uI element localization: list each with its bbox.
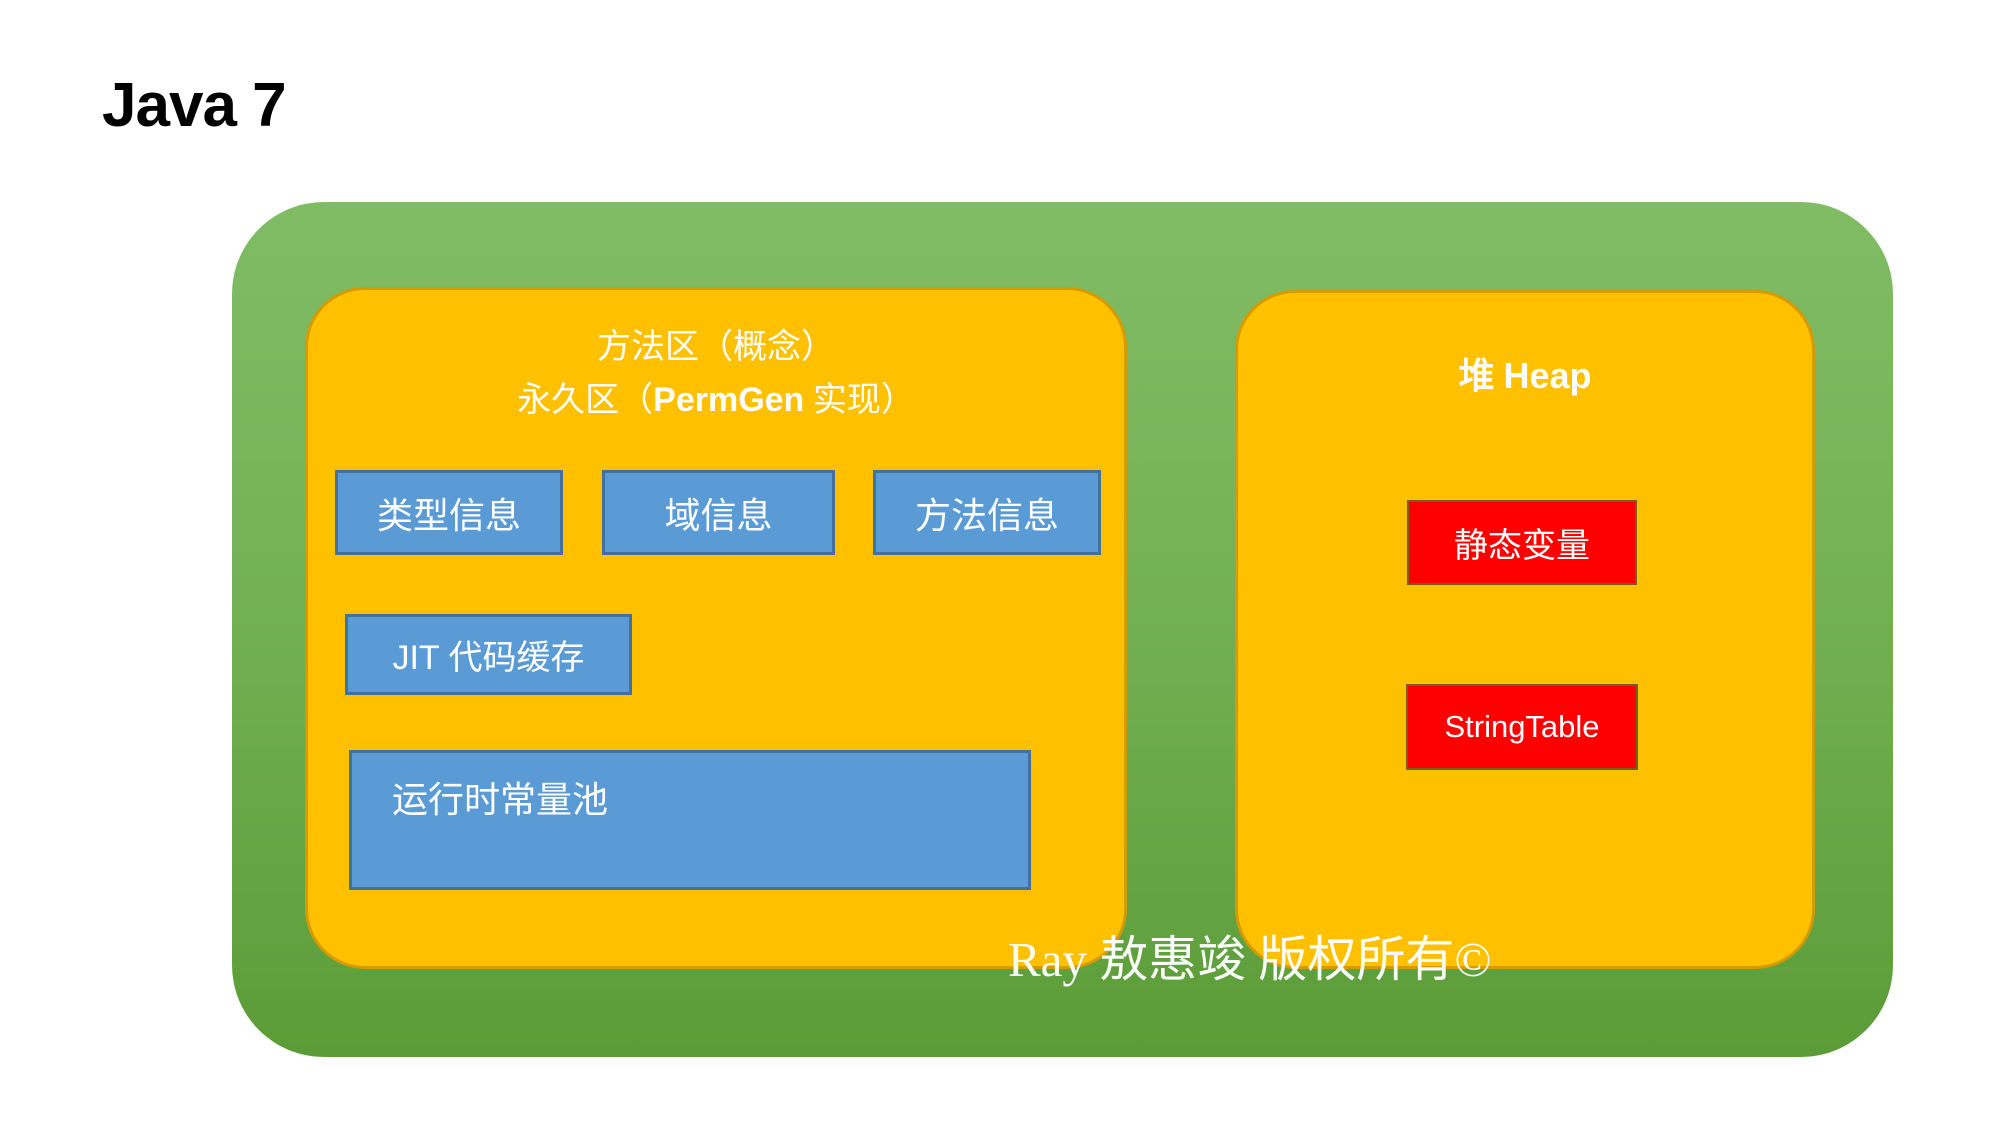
string-table-block: StringTable bbox=[1406, 684, 1638, 770]
field-info-block: 域信息 bbox=[602, 470, 835, 555]
permgen-prefix: 永久区（ bbox=[517, 382, 654, 419]
heap-title-cn: 堆 bbox=[1458, 356, 1504, 396]
heap-title-en: Heap bbox=[1503, 355, 1592, 396]
copyright-watermark: Ray 敖惠竣 版权所有© bbox=[1008, 932, 1492, 987]
heap-title: 堆 Heap bbox=[1238, 293, 1812, 399]
jit-code-cache-block: JIT 代码缓存 bbox=[345, 614, 632, 695]
runtime-constant-pool-block: 运行时常量池 bbox=[349, 750, 1031, 890]
method-info-block: 方法信息 bbox=[873, 470, 1101, 555]
page-title: Java 7 bbox=[102, 71, 287, 140]
type-info-block: 类型信息 bbox=[335, 470, 563, 555]
method-area-permgen: 方法区（概念） 永久区（PermGen 实现） 类型信息 域信息 方法信息 JI… bbox=[305, 287, 1127, 969]
method-area-title-line1: 方法区（概念） bbox=[597, 329, 835, 366]
static-variables-block: 静态变量 bbox=[1407, 500, 1637, 585]
permgen-label: PermGen bbox=[653, 381, 805, 419]
method-area-title: 方法区（概念） 永久区（PermGen 实现） bbox=[308, 290, 1124, 427]
permgen-suffix: 实现） bbox=[804, 382, 915, 419]
heap-area: 堆 Heap 静态变量 StringTable bbox=[1235, 290, 1815, 969]
method-area-title-line2: 永久区（PermGen 实现） bbox=[308, 374, 1124, 427]
jvm-memory-container: 方法区（概念） 永久区（PermGen 实现） 类型信息 域信息 方法信息 JI… bbox=[232, 202, 1893, 1057]
